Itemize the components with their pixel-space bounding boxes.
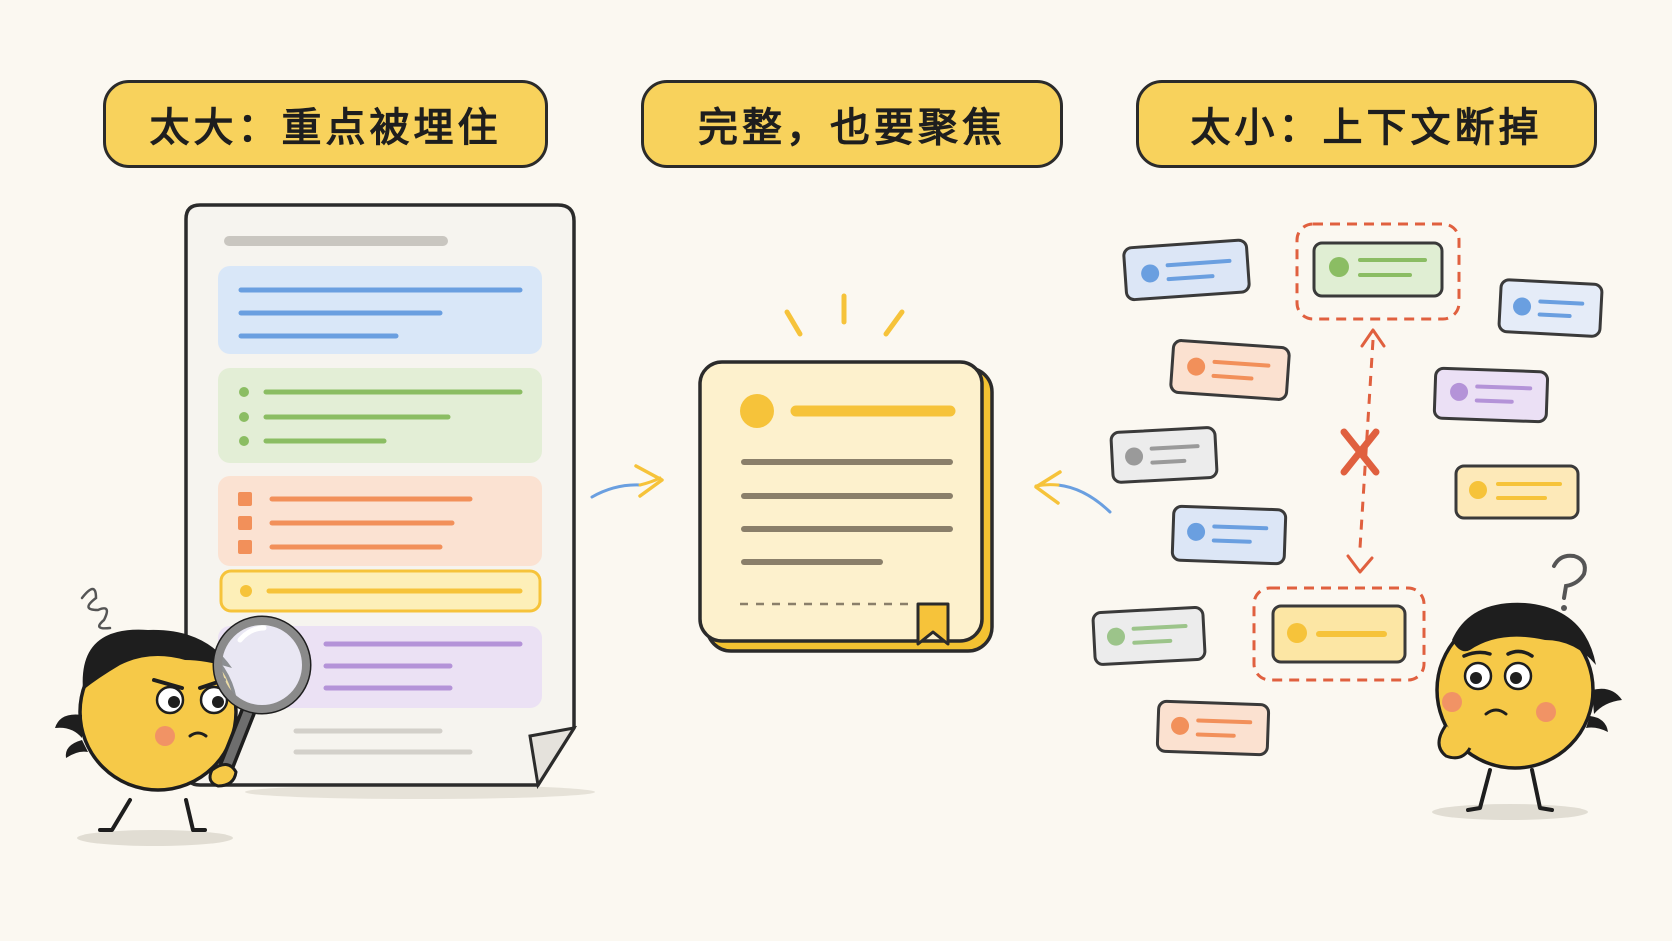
- focused-card: [698, 293, 994, 653]
- scribble-icon: [80, 587, 112, 630]
- blue-section: [218, 266, 542, 354]
- arrow-left-to-center: [590, 464, 664, 499]
- fragment-purple: [1432, 366, 1550, 424]
- label-complete-focused: 完整，也要聚焦: [641, 80, 1063, 168]
- fragment-green-top: [1312, 241, 1444, 298]
- arrow-right-to-center: [1034, 470, 1112, 514]
- broken-link: [1340, 328, 1386, 574]
- green-section: [218, 368, 542, 463]
- curious-character: [55, 587, 312, 846]
- label-too-big-text: 太大：重点被埋住: [149, 105, 502, 151]
- fragment-yellow-1: [1454, 464, 1580, 520]
- fragment-yellow-bottom: [1271, 604, 1407, 664]
- magnifying-glass-icon: [212, 615, 312, 778]
- sparkle-icon: [784, 293, 905, 337]
- fragment-orange-2: [1155, 699, 1271, 757]
- highlighted-key-line: [219, 569, 542, 613]
- label-too-small-text: 太小：上下文断掉: [1190, 105, 1543, 151]
- orange-section: [218, 476, 542, 566]
- context-fragments: [1091, 222, 1604, 757]
- fragment-blue-3: [1170, 504, 1288, 566]
- question-mark-icon: [1552, 553, 1587, 611]
- bookmark-icon: [916, 602, 950, 646]
- fragment-gray: [1109, 426, 1219, 484]
- fragment-orange-1: [1169, 339, 1291, 401]
- label-too-small: 太小：上下文断掉: [1136, 80, 1597, 168]
- confused-character: [1432, 553, 1622, 820]
- label-complete-focused-text: 完整，也要聚焦: [698, 105, 1006, 151]
- cross-icon: [1340, 428, 1380, 476]
- fragment-blue-2: [1497, 278, 1604, 338]
- label-too-big: 太大：重点被埋住: [103, 80, 548, 168]
- fragment-green-2: [1091, 606, 1207, 666]
- fragment-blue-1: [1122, 238, 1251, 302]
